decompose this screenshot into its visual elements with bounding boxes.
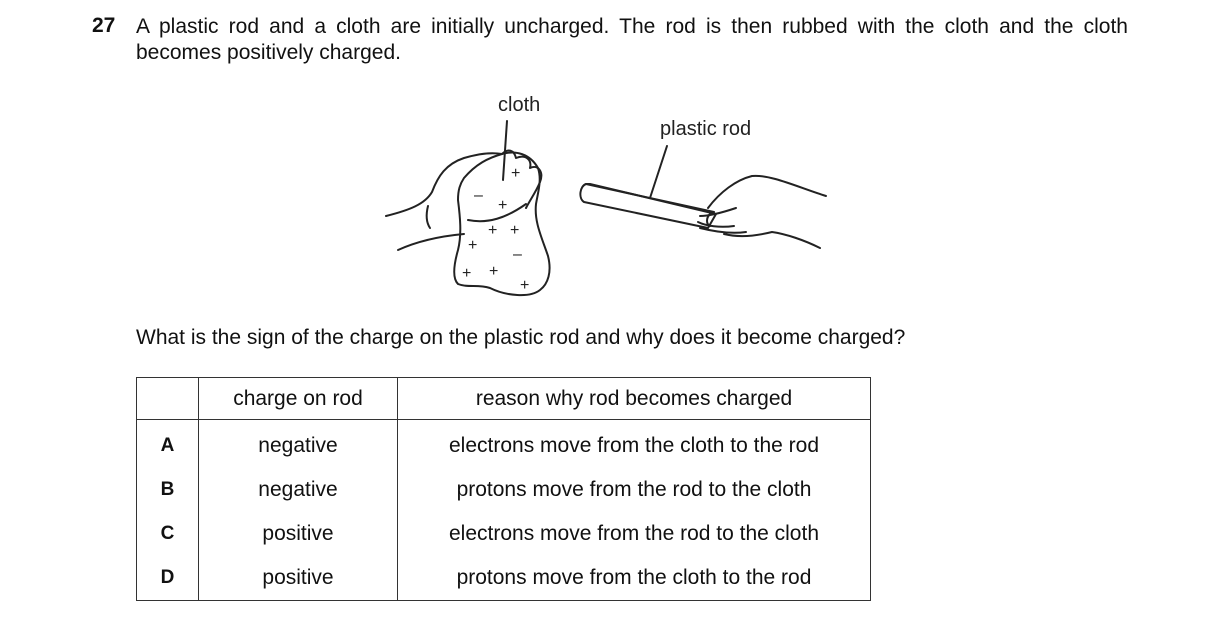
option-letter: A (136, 419, 199, 468)
question-prompt: What is the sign of the charge on the pl… (136, 326, 906, 349)
left-hand (385, 149, 543, 217)
plus-sign: + (489, 263, 498, 280)
plus-sign: + (498, 197, 507, 214)
option-letter: C (136, 512, 199, 556)
minus-sign: – (474, 187, 483, 204)
minus-sign: – (513, 246, 522, 263)
option-charge: negative (198, 419, 398, 468)
label-cloth: cloth (498, 94, 541, 116)
header-reason: reason why rod becomes charged (397, 377, 871, 420)
question-number: 27 (92, 14, 116, 37)
header-letter (136, 377, 199, 420)
rubbing-illustration: + – + + + + – + + + (385, 120, 827, 296)
plus-sign: + (511, 165, 520, 182)
plastic-rod (579, 183, 717, 229)
option-charge: negative (198, 468, 398, 512)
cloth-shape (453, 151, 551, 296)
charge-signs: + – + + + + – + + + (462, 165, 529, 294)
option-reason: electrons move from the cloth to the rod (397, 419, 871, 468)
option-charge: positive (198, 512, 398, 556)
plus-sign: + (488, 222, 497, 239)
question-stem: A plastic rod and a cloth are initially … (136, 15, 1128, 64)
plus-sign: + (510, 222, 519, 239)
plus-sign: + (462, 265, 471, 282)
plus-sign: + (520, 277, 529, 294)
table-header-row: charge on rod reason why rod becomes cha… (136, 377, 871, 420)
figure-rod-and-cloth: + – + + + + – + + + cloth plastic rod (380, 88, 840, 303)
right-hand (707, 174, 827, 209)
option-letter: D (136, 556, 199, 601)
option-reason: protons move from the rod to the cloth (397, 468, 871, 512)
options-table: charge on rod reason why rod becomes cha… (136, 377, 871, 601)
option-reason: protons move from the cloth to the rod (397, 556, 871, 601)
option-row-c[interactable]: C positive electrons move from the rod t… (136, 512, 871, 556)
plus-sign: + (468, 237, 477, 254)
option-reason: electrons move from the rod to the cloth (397, 512, 871, 556)
label-plastic-rod: plastic rod (660, 118, 752, 140)
option-charge: positive (198, 556, 398, 601)
header-charge: charge on rod (198, 377, 398, 420)
option-letter: B (136, 468, 199, 512)
option-row-a[interactable]: A negative electrons move from the cloth… (136, 419, 871, 468)
option-row-d[interactable]: D positive protons move from the cloth t… (136, 556, 871, 601)
option-row-b[interactable]: B negative protons move from the rod to … (136, 468, 871, 512)
